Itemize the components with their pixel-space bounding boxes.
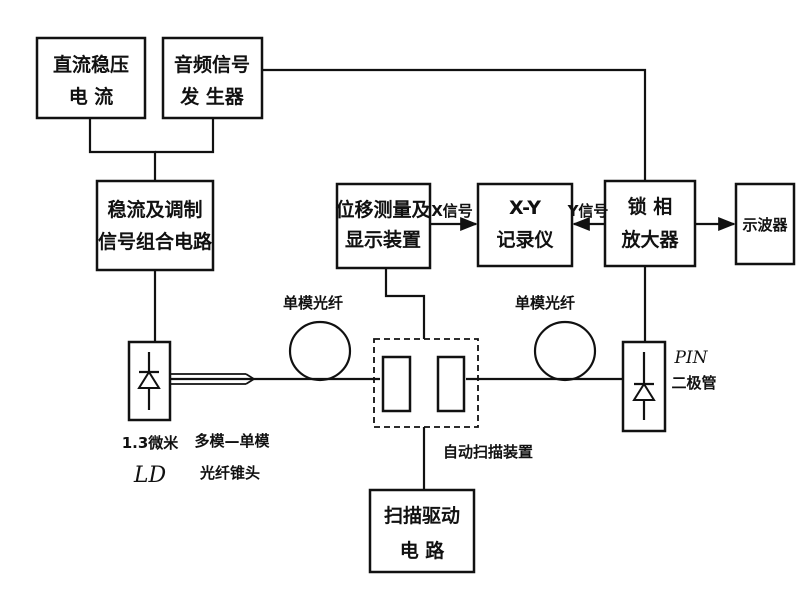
auto-scan-label: 自动扫描装置 — [443, 443, 533, 461]
smf-left-label: 单模光纤 — [283, 294, 343, 312]
fiber-coil-right — [533, 320, 597, 382]
oscilloscope-box — [734, 182, 796, 266]
audio-generator-line1: 音频信号 — [174, 53, 250, 76]
modulator-line1: 稳流及调制 — [107, 198, 202, 221]
connection-lines — [88, 68, 736, 490]
audio-generator-box — [161, 36, 264, 120]
dc-to-modulator-line — [88, 118, 157, 181]
lockin-line1: 锁 相 — [628, 195, 673, 218]
audio-to-lockin-line — [262, 68, 647, 181]
smf-right-label: 单模光纤 — [515, 294, 575, 312]
y-signal-label: Y信号 — [567, 202, 609, 220]
pin-label: PIN — [673, 348, 708, 368]
x-signal-label: X信号 — [431, 202, 473, 220]
dc-source-line2: 电 流 — [69, 85, 114, 108]
displacement-line2: 显示装置 — [345, 228, 421, 251]
pin-device — [621, 340, 667, 433]
lockin-line2: 放大器 — [620, 228, 679, 251]
fiber-coil-left — [288, 320, 352, 382]
ld-device — [127, 340, 172, 422]
scan-driver-line1: 扫描驱动 — [384, 504, 460, 527]
recorder-line2: 记录仪 — [496, 229, 554, 251]
auto-scan-dashed-box — [373, 338, 479, 428]
scan-driver-line2: 电 路 — [400, 539, 446, 562]
audio-generator-line2: 发 生器 — [179, 85, 245, 108]
oscilloscope-label: 示波器 — [742, 216, 788, 234]
ld-diode-symbol — [137, 370, 161, 389]
ld-label: LD — [133, 463, 167, 488]
lockin-box — [603, 179, 697, 268]
pin-diode-symbol — [632, 382, 656, 401]
recorder-line1: X-Y — [509, 197, 541, 219]
audio-to-modulator-line — [155, 118, 215, 154]
scan-driver-box — [368, 488, 476, 574]
taper-tip — [245, 373, 256, 385]
dc-source-box — [35, 36, 147, 120]
scan-stage-left — [381, 355, 412, 413]
taper-label-line2: 光纤锥头 — [199, 464, 260, 482]
taper-label-line1: 多模—单模 — [194, 432, 270, 450]
ld-wavelength-label: 1.3微米 — [122, 434, 180, 452]
modulator-box — [95, 179, 215, 272]
scan-stage-right — [436, 355, 466, 413]
dc-source-line1: 直流稳压 — [53, 53, 129, 76]
modulator-line2: 信号组合电路 — [98, 230, 213, 253]
recorder-box — [476, 182, 574, 268]
displacement-box — [335, 182, 432, 270]
displacement-to-scanner-line — [384, 268, 426, 339]
pin-diode-label: 二极管 — [671, 374, 716, 392]
displacement-line1: 位移测量及 — [335, 198, 431, 221]
auto-scan-device — [373, 338, 479, 428]
